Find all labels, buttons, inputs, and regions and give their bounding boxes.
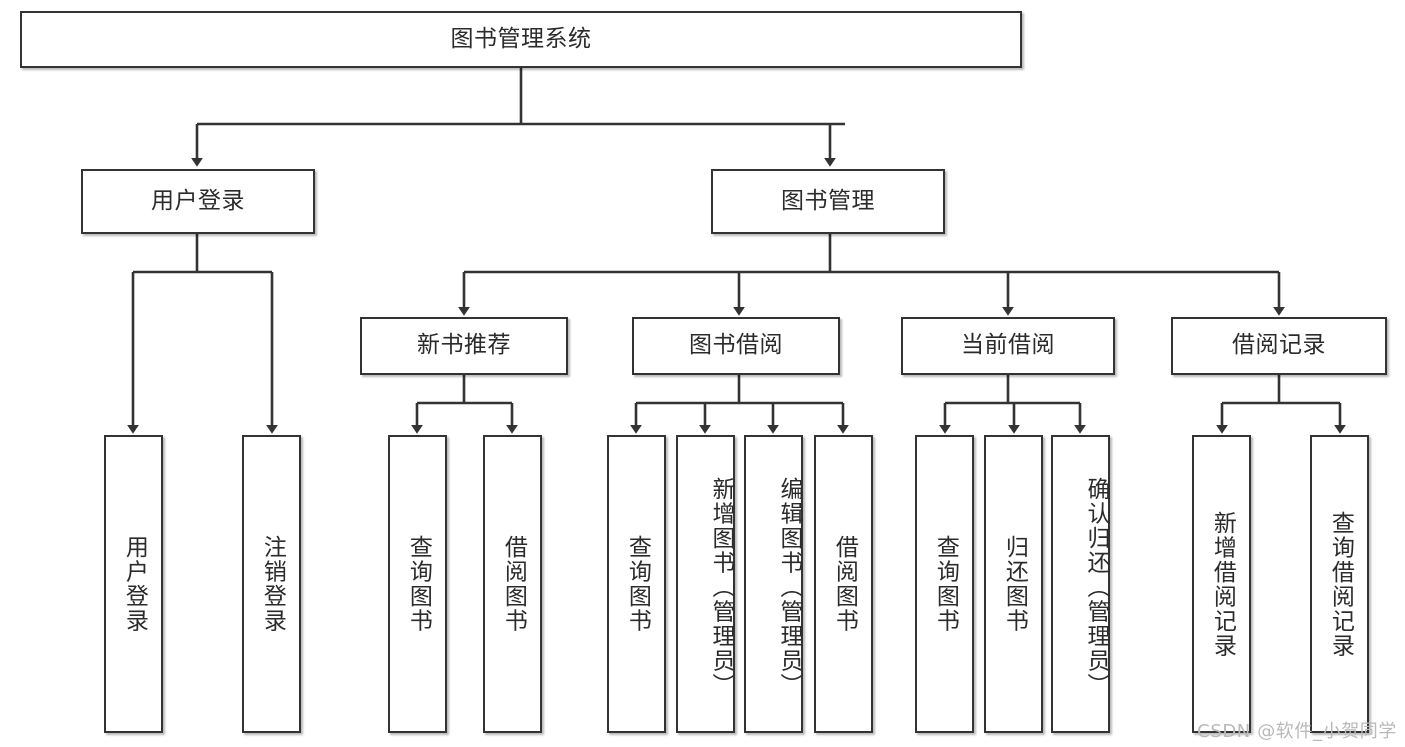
node-leaf-confirm-return[interactable]: 确认归还（管理员） bbox=[1051, 435, 1110, 733]
node-leaf-edit-book[interactable]: 编辑图书（管理员） bbox=[744, 435, 803, 733]
node-leaf-borrow-book-2[interactable]: 借阅图书 bbox=[814, 435, 873, 733]
node-current-borrow-label: 当前借阅 bbox=[961, 332, 1055, 359]
node-leaf-add-book-label: 新增图书（管理员） bbox=[708, 476, 734, 698]
node-leaf-user-login-label: 用户登录 bbox=[121, 535, 148, 633]
node-current-borrow[interactable]: 当前借阅 bbox=[901, 317, 1115, 375]
node-book-borrow[interactable]: 图书借阅 bbox=[632, 317, 840, 375]
node-leaf-query-book-1[interactable]: 查询图书 bbox=[388, 435, 447, 733]
node-leaf-add-book[interactable]: 新增图书（管理员） bbox=[676, 435, 735, 733]
node-leaf-query-book-1-label: 查询图书 bbox=[405, 535, 432, 633]
node-leaf-query-record-label: 查询借阅记录 bbox=[1327, 510, 1354, 658]
node-new-book-recommend[interactable]: 新书推荐 bbox=[360, 317, 568, 375]
node-borrow-record[interactable]: 借阅记录 bbox=[1171, 317, 1387, 375]
node-leaf-borrow-book-2-label: 借阅图书 bbox=[831, 535, 858, 633]
node-leaf-query-record[interactable]: 查询借阅记录 bbox=[1310, 435, 1369, 733]
node-leaf-user-logout-label: 注销登录 bbox=[259, 535, 286, 633]
node-leaf-borrow-book-1-label: 借阅图书 bbox=[500, 535, 527, 633]
node-root[interactable]: 图书管理系统 bbox=[20, 11, 1022, 68]
node-leaf-edit-book-label: 编辑图书（管理员） bbox=[776, 476, 802, 698]
node-leaf-query-book-2-label: 查询图书 bbox=[624, 535, 651, 633]
node-leaf-return-book-label: 归还图书 bbox=[1001, 535, 1028, 633]
node-leaf-query-book-2[interactable]: 查询图书 bbox=[607, 435, 666, 733]
node-leaf-confirm-return-label: 确认归还（管理员） bbox=[1083, 476, 1109, 698]
csdn-watermark: CSDN @软件_小贺同学 bbox=[1197, 721, 1397, 742]
node-leaf-add-record[interactable]: 新增借阅记录 bbox=[1192, 435, 1251, 733]
node-leaf-borrow-book-1[interactable]: 借阅图书 bbox=[483, 435, 542, 733]
node-book-borrow-label: 图书借阅 bbox=[689, 332, 783, 359]
node-leaf-add-record-label: 新增借阅记录 bbox=[1209, 510, 1236, 658]
node-leaf-return-book[interactable]: 归还图书 bbox=[984, 435, 1043, 733]
node-leaf-query-book-3[interactable]: 查询图书 bbox=[915, 435, 974, 733]
node-leaf-user-login[interactable]: 用户登录 bbox=[104, 435, 163, 733]
node-new-book-recommend-label: 新书推荐 bbox=[417, 332, 511, 359]
node-user-login[interactable]: 用户登录 bbox=[81, 169, 315, 234]
node-borrow-record-label: 借阅记录 bbox=[1232, 332, 1326, 359]
node-root-label: 图书管理系统 bbox=[450, 25, 592, 52]
node-book-manage-label: 图书管理 bbox=[781, 187, 875, 214]
node-leaf-query-book-3-label: 查询图书 bbox=[932, 535, 959, 633]
node-user-login-label: 用户登录 bbox=[151, 187, 245, 214]
node-book-manage[interactable]: 图书管理 bbox=[711, 169, 945, 234]
node-leaf-user-logout[interactable]: 注销登录 bbox=[242, 435, 301, 733]
